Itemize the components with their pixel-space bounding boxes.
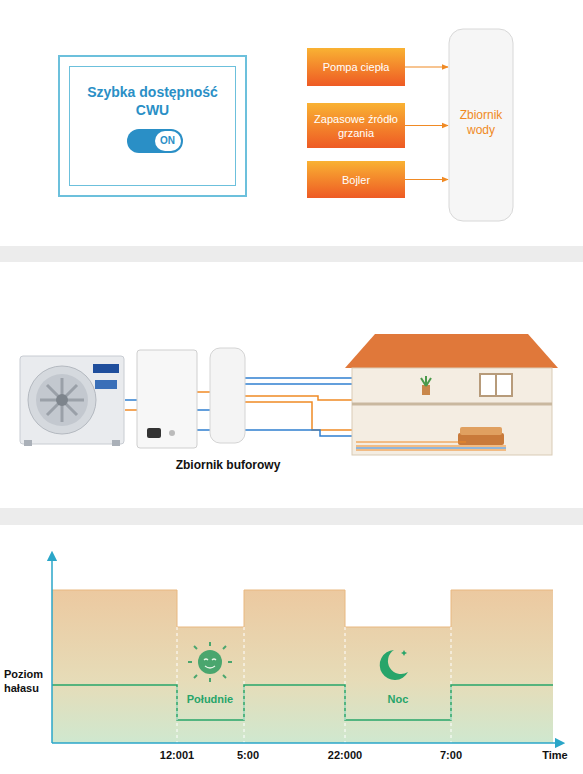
period-label: Południe [187, 693, 233, 705]
node-text: Bojler [342, 173, 370, 187]
tick-label: 22:000 [328, 749, 362, 761]
axis-title: Time [542, 749, 567, 761]
node-text: Zbiornik wody [450, 108, 512, 138]
part-label: Zbiornik buforowy [176, 458, 281, 472]
tick-label: 7:00 [440, 749, 462, 761]
axis-title: Poziom hałasu [4, 667, 50, 695]
water-tank: Zbiornik wody [448, 28, 514, 222]
node-text: ON [155, 131, 181, 151]
connector [405, 125, 448, 126]
period-label: Noc [388, 693, 409, 705]
toggle-switch: ON [127, 129, 183, 153]
feature-box: Szybka dostępność CWU ON [58, 55, 247, 197]
tick-label: 12:001 [160, 749, 194, 761]
connector [405, 179, 448, 180]
node-text: Pompa ciepła [323, 60, 390, 74]
tick-label: 5:00 [237, 749, 259, 761]
node-text: Zapasowe źródło grzania [313, 112, 399, 140]
source-box: Zapasowe źródło grzania [307, 103, 405, 148]
source-box: Pompa ciepła [307, 48, 405, 86]
source-box: Bojler [307, 161, 405, 198]
node-text: Szybka dostępność CWU [74, 83, 231, 119]
connector [405, 66, 448, 67]
